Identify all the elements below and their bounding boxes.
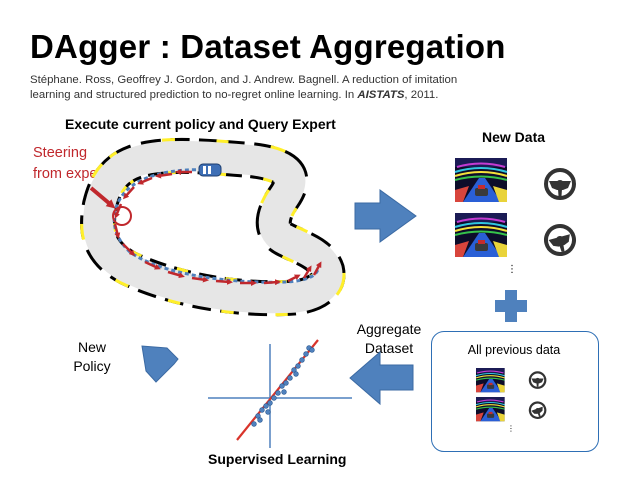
new-data-label: New Data — [482, 129, 546, 145]
new-data-sample-1 — [454, 157, 576, 203]
citation-authors: Stéphane. Ross, Geoffrey J. Gordon, and … — [30, 74, 458, 101]
new-data-sample-2 — [454, 212, 580, 260]
aggregate-line-1: Aggregate — [356, 321, 422, 337]
previous-data-ellipsis: ⋮ — [507, 424, 515, 433]
car-icon — [198, 163, 222, 177]
previous-data-sample-2 — [475, 396, 549, 422]
steering-pointer-arrow — [89, 186, 116, 209]
new-policy-line-1: New — [77, 339, 106, 355]
aggregate-dataset-label: Aggregate Dataset — [352, 320, 426, 358]
arrow-left-icon — [349, 350, 414, 406]
regression-plot — [208, 339, 352, 448]
steering-line-1: Steering — [33, 145, 88, 161]
previous-data-sample-1 — [475, 367, 547, 393]
supervised-learning-label: Supervised Learning — [208, 451, 347, 467]
expert-highlight-circle — [112, 206, 132, 226]
new-policy-line-2: Policy — [73, 358, 111, 374]
citation: Stéphane. Ross, Geoffrey J. Gordon, and … — [30, 73, 500, 102]
all-previous-data-box — [431, 331, 599, 452]
plus-icon — [495, 290, 527, 322]
race-track — [80, 137, 346, 317]
arrow-up-left-icon — [141, 345, 179, 383]
expert-arrows — [113, 169, 322, 286]
data-points — [251, 345, 315, 427]
steering-line-2: from expert — [33, 166, 107, 182]
regression-line — [236, 339, 319, 441]
steering-from-expert-label: Steering from expert — [33, 143, 106, 185]
citation-venue: AISTATS — [357, 88, 405, 101]
arrow-right-icon — [354, 189, 417, 243]
slide-title: DAgger : Dataset Aggregation — [30, 28, 506, 65]
new-data-ellipsis: ⋮ — [507, 264, 517, 275]
aggregate-line-2: Dataset — [364, 340, 414, 356]
execute-policy-label: Execute current policy and Query Expert — [65, 116, 336, 132]
citation-year: , 2011. — [404, 88, 439, 101]
new-policy-label: New Policy — [62, 338, 122, 376]
all-previous-data-label: All previous data — [467, 343, 561, 357]
